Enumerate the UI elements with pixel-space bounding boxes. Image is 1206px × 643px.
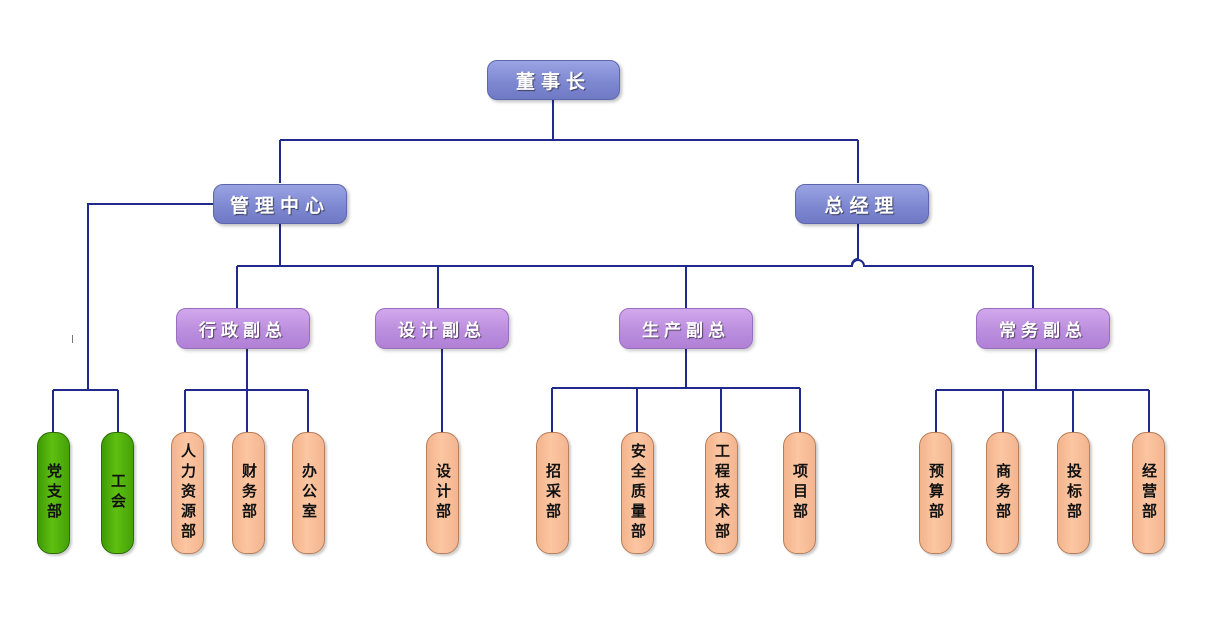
general-manager-box[interactable]: 总经理	[795, 184, 929, 224]
project-dept-label: 项目部	[791, 463, 809, 523]
union-label: 工会	[109, 473, 127, 513]
chairman-label: 董事长	[515, 70, 591, 93]
design-dept-label: 设计部	[434, 463, 452, 523]
office-dept-box[interactable]: 办公室	[292, 432, 325, 554]
union-box[interactable]: 工会	[101, 432, 134, 554]
hr-dept-label: 人力资源部	[179, 443, 197, 543]
operations-dept-label: 经营部	[1140, 463, 1158, 523]
connector-gm-hop	[835, 259, 1033, 267]
safety-quality-dept-label: 安全质量部	[629, 443, 647, 543]
bidding-dept-label: 投标部	[1065, 463, 1083, 523]
hr-dept-box[interactable]: 人力资源部	[171, 432, 204, 554]
office-dept-label: 办公室	[300, 463, 318, 523]
engineering-tech-dept-box[interactable]: 工程技术部	[705, 432, 738, 554]
design-vp-label: 设计副总	[398, 321, 486, 341]
budget-dept-label: 预算部	[927, 463, 945, 523]
stray-tick-mark	[72, 335, 73, 343]
finance-dept-box[interactable]: 财务部	[232, 432, 265, 554]
procurement-dept-box[interactable]: 招采部	[536, 432, 569, 554]
safety-quality-dept-box[interactable]: 安全质量部	[621, 432, 654, 554]
bidding-dept-box[interactable]: 投标部	[1057, 432, 1090, 554]
operations-dept-box[interactable]: 经营部	[1132, 432, 1165, 554]
chairman-box[interactable]: 董事长	[487, 60, 620, 100]
party-branch-label: 党支部	[45, 463, 63, 523]
party-branch-box[interactable]: 党支部	[37, 432, 70, 554]
finance-dept-label: 财务部	[240, 463, 258, 523]
management-center-label: 管理中心	[229, 194, 330, 217]
management-center-box[interactable]: 管理中心	[213, 184, 347, 224]
project-dept-box[interactable]: 项目部	[783, 432, 816, 554]
production-vp-label: 生产副总	[642, 321, 730, 341]
general-manager-label: 总经理	[824, 194, 900, 217]
budget-dept-box[interactable]: 预算部	[919, 432, 952, 554]
procurement-dept-label: 招采部	[544, 463, 562, 523]
design-dept-box[interactable]: 设计部	[426, 432, 459, 554]
connector-mgmt-left	[87, 203, 213, 390]
production-vp-box[interactable]: 生产副总	[619, 308, 753, 349]
design-vp-box[interactable]: 设计副总	[375, 308, 509, 349]
business-vp-label: 常务副总	[999, 321, 1087, 341]
commerce-dept-label: 商务部	[994, 463, 1012, 523]
connector-gm-join	[850, 257, 859, 267]
business-vp-box[interactable]: 常务副总	[976, 308, 1110, 349]
admin-vp-box[interactable]: 行政副总	[176, 308, 310, 349]
engineering-tech-dept-label: 工程技术部	[713, 443, 731, 543]
commerce-dept-box[interactable]: 商务部	[986, 432, 1019, 554]
admin-vp-label: 行政副总	[199, 321, 287, 341]
